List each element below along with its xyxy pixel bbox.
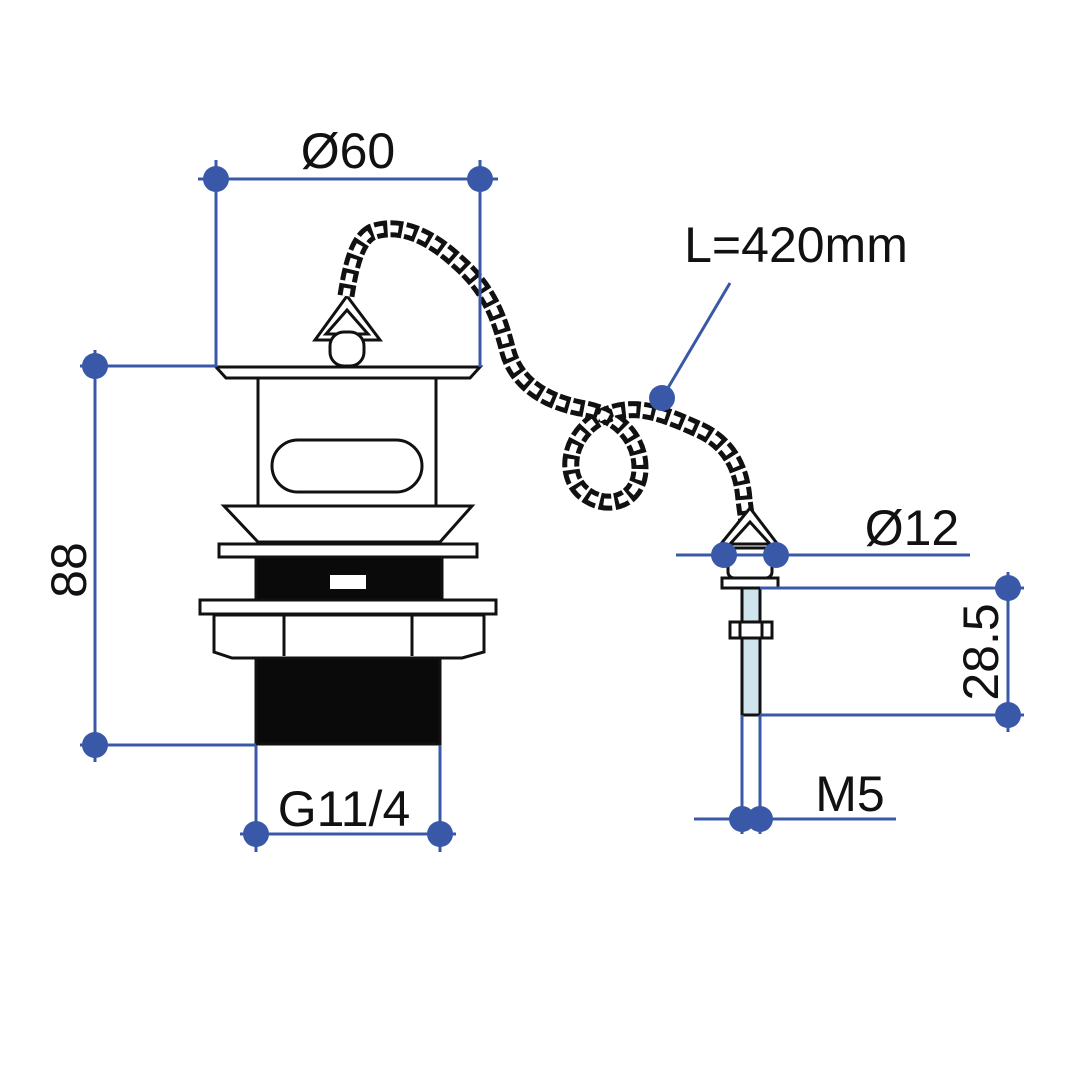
- plug-nut: [728, 620, 774, 640]
- h88-dot-bottom: [82, 732, 108, 758]
- l285-dot-top: [995, 575, 1021, 601]
- overflow-slot: [270, 438, 424, 494]
- dia12-dot-right: [763, 542, 789, 568]
- body-cone: [220, 504, 476, 544]
- chain-length-label: L=420mm: [684, 217, 908, 273]
- thread-mark: [330, 575, 366, 589]
- thread-g-label: G11/4: [278, 781, 411, 837]
- thread-m-label: M5: [815, 766, 884, 822]
- g-dot-right: [427, 821, 453, 847]
- dia60-label: Ø60: [301, 123, 396, 179]
- l285-dot-bottom: [995, 702, 1021, 728]
- dia12-dot-left: [711, 542, 737, 568]
- h88-dot-top: [82, 353, 108, 379]
- backnut-plate: [198, 598, 498, 616]
- m5-dot-left: [729, 806, 755, 832]
- m5-dot-right: [747, 806, 773, 832]
- height-88-label: 88: [41, 542, 97, 598]
- top-flange: [212, 365, 484, 380]
- plug-hook-triangle-inner: [726, 519, 774, 546]
- waste-plug-body: [198, 365, 498, 746]
- body-chain-hook: [312, 293, 383, 368]
- hook-post: [328, 330, 366, 368]
- plug-stem: [740, 586, 762, 717]
- upper-washer: [217, 542, 479, 559]
- backnut: [212, 613, 486, 660]
- main-thread: [254, 656, 442, 746]
- plug: [712, 505, 786, 717]
- dimension-labels: Ø60 L=420mm 88 Ø12 28.5 G11/4 M5: [41, 123, 1009, 837]
- chain: [337, 220, 757, 532]
- dimension-dots: [82, 166, 1021, 847]
- dia60-dot-left: [203, 166, 229, 192]
- g-dot-left: [243, 821, 269, 847]
- dia60-dot-right: [467, 166, 493, 192]
- dia12-label: Ø12: [865, 500, 960, 556]
- length-28-5-label: 28.5: [953, 603, 1009, 700]
- chain-leader: [660, 282, 732, 399]
- chain-leader-dot: [649, 385, 675, 411]
- chain-inner: [342, 225, 752, 531]
